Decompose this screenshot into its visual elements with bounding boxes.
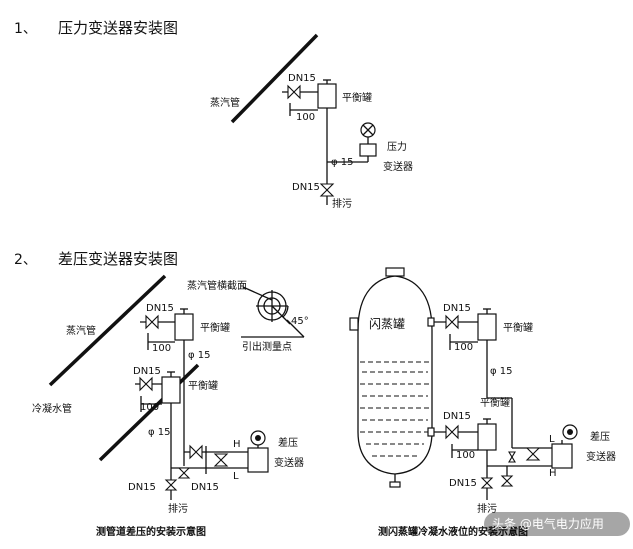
- s1-phi15: φ 15: [331, 157, 354, 168]
- balance-tank-right-upper: [477, 313, 497, 341]
- pressure-transmitter: [359, 143, 377, 157]
- s2l-phi15-a: φ 15: [188, 350, 211, 361]
- s2l-H: H: [233, 439, 241, 450]
- s1-steam-pipe-label: 蒸汽管: [210, 96, 240, 109]
- balance-tank-right-lower: [477, 423, 497, 451]
- pipe-dp-diagram: 蒸汽管 DN15 100 平衡罐 φ 15 冷凝水管 DN15 100 平衡罐 …: [32, 274, 309, 538]
- s2l-balance-b: 平衡罐: [188, 379, 218, 392]
- dp-transmitter-right: [551, 443, 573, 469]
- section1-title: 压力变送器安装图: [58, 19, 179, 37]
- flash-tank-diagram: 闪蒸罐 DN15 100 平衡罐 φ 15 平衡罐 DN15 100 L H 差…: [349, 267, 616, 538]
- pressure-transmitter-diagram: 蒸汽管 DN15 100 平衡罐 压力 变送器 φ 15 DN15 排污: [210, 33, 413, 210]
- s2r-caption: 测闪蒸罐冷凝水液位的安装示意图: [378, 525, 528, 538]
- s2l-phi15-b: φ 15: [148, 427, 171, 438]
- s2r-vessel: 闪蒸罐: [369, 317, 405, 331]
- s2r-drain: 排污: [477, 502, 497, 515]
- condensate-pipe: [98, 363, 200, 462]
- s2l-dn15-a: DN15: [146, 303, 174, 314]
- s2l-condensate: 冷凝水管: [32, 402, 72, 415]
- s2r-100-a: 100: [454, 342, 473, 353]
- section2-number: 2、: [14, 252, 37, 268]
- s2l-100-b: 100: [140, 402, 159, 413]
- s1-drain: 排污: [332, 197, 352, 210]
- s2r-dn15-b: DN15: [443, 411, 471, 422]
- watermark-bg: [484, 512, 630, 536]
- s2r-L: L: [549, 434, 555, 445]
- s2r-dp-1: 差压: [590, 430, 610, 443]
- s2l-L: L: [233, 471, 239, 482]
- root-valve: [287, 84, 301, 100]
- balance-tank: [317, 83, 337, 109]
- steam-pipe: [230, 33, 319, 124]
- s2l-100-a: 100: [152, 343, 171, 354]
- balance-tank-lower: [161, 376, 181, 404]
- s2l-caption: 测管道差压的安装示意图: [96, 525, 206, 538]
- s2r-H: H: [549, 468, 557, 479]
- dp-transmitter-left: [247, 447, 269, 473]
- s2l-cross-section: 蒸汽管横截面: [187, 279, 247, 292]
- s1-dn15-bottom: DN15: [292, 182, 320, 193]
- s2r-dp-2: 变送器: [586, 450, 616, 463]
- drain-valve: [319, 183, 335, 197]
- watermark: 头条 @电气电力应用: [492, 516, 604, 531]
- section1-number: 1、: [14, 21, 37, 37]
- s2r-dn15-a: DN15: [443, 303, 471, 314]
- cross-section-icon: [241, 286, 305, 338]
- s1-dim-100: 100: [296, 112, 315, 123]
- s2r-balance-b: 平衡罐: [480, 396, 510, 409]
- s1-balance-tank-label: 平衡罐: [342, 91, 372, 104]
- liquid-level: [360, 361, 430, 457]
- s2l-dp-1: 差压: [278, 436, 298, 449]
- s1-dn15-top: DN15: [288, 73, 316, 84]
- s1-transmitter-label-1: 压力: [387, 140, 407, 153]
- s2l-dn15-b: DN15: [133, 366, 161, 377]
- s1-transmitter-label-2: 变送器: [383, 160, 413, 173]
- s2r-100-b: 100: [456, 450, 475, 461]
- s2r-phi15: φ 15: [490, 366, 513, 377]
- s2l-steam-pipe: 蒸汽管: [66, 324, 96, 337]
- s2r-balance-a: 平衡罐: [503, 321, 533, 334]
- s2l-tap-point: 引出测量点: [242, 340, 292, 353]
- s2l-angle: 45°: [291, 316, 309, 327]
- s2l-dp-2: 变送器: [274, 456, 304, 469]
- s2l-drain: 排污: [168, 502, 188, 515]
- s2l-dn15-c: DN15: [128, 482, 156, 493]
- s2l-dn15-d: DN15: [191, 482, 219, 493]
- steam-pipe-2: [48, 274, 167, 387]
- s2r-dn15-c: DN15: [449, 478, 477, 489]
- section2-title: 差压变送器安装图: [58, 250, 179, 268]
- balance-tank-upper: [174, 313, 194, 341]
- s2l-balance-a: 平衡罐: [200, 321, 230, 334]
